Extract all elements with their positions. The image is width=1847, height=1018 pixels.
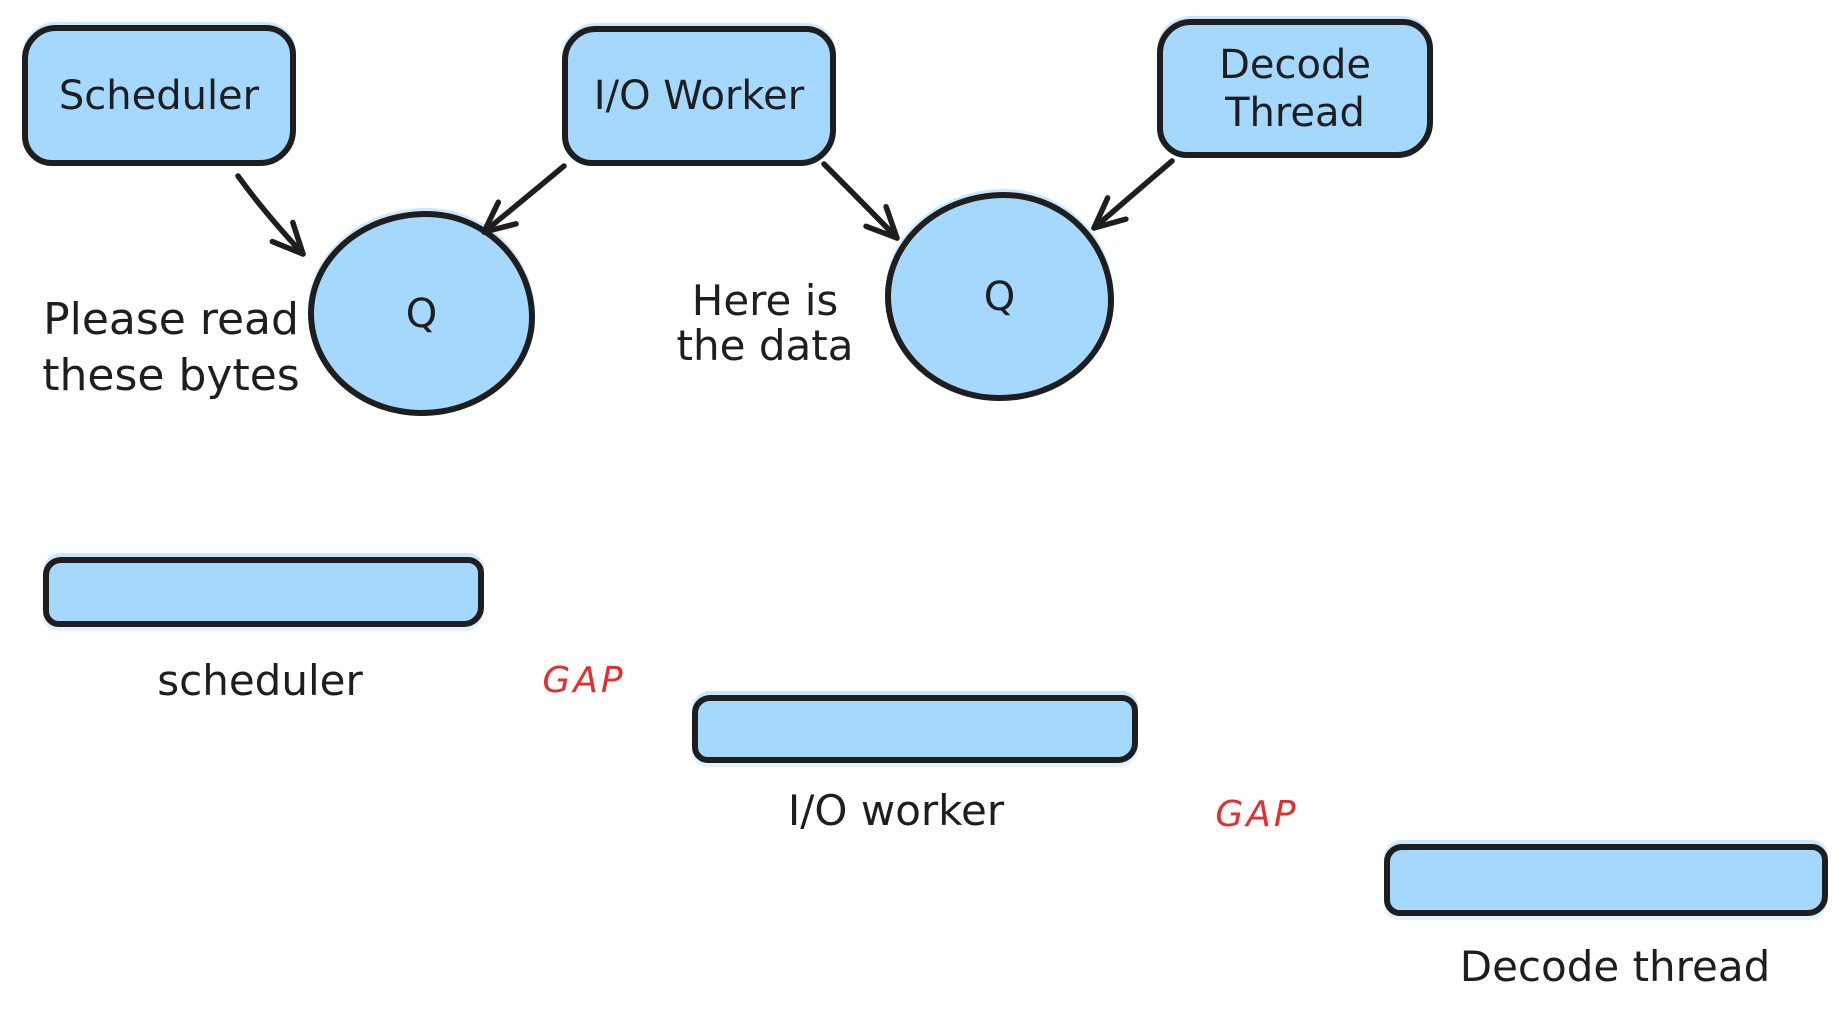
note-please-read-line1: Please read <box>43 294 299 345</box>
timeline-bar-scheduler <box>43 557 484 627</box>
note-here-is-line1: Here is <box>691 276 839 325</box>
timeline-gap1-label: GAP <box>542 660 626 701</box>
timeline-label-decode-thread: Decode thread <box>1459 942 1771 991</box>
scheduler-box-label: Scheduler <box>58 72 260 119</box>
queue2-circle: Q <box>885 192 1114 401</box>
scheduler-box: Scheduler <box>22 25 296 166</box>
timeline-gap2-label: GAP <box>1215 794 1299 835</box>
timeline-bar-io-worker <box>692 695 1138 763</box>
note-please-read-line2: these bytes <box>42 350 300 401</box>
io-worker-box-label: I/O Worker <box>593 73 805 119</box>
queue1-label: Q <box>405 290 438 337</box>
note-here-is-line2: the data <box>676 321 854 370</box>
timeline-label-scheduler: scheduler <box>157 656 363 705</box>
timeline-label-io-worker: I/O worker <box>787 786 1005 835</box>
decode-thread-box-label-line1: Decode <box>1219 41 1371 88</box>
decode-thread-box-label-line2: Thread <box>1225 89 1365 136</box>
timeline-bar-decode-thread <box>1384 844 1828 916</box>
scheduler-to-queue1-arrow <box>235 173 306 257</box>
io-worker-box: I/O Worker <box>562 26 836 166</box>
queue1-circle: Q <box>308 211 535 416</box>
queue2-label: Q <box>983 273 1016 320</box>
io-worker-to-queue2-arrow <box>821 161 900 241</box>
decode-thread-box: Decode Thread <box>1157 19 1433 158</box>
decode-thread-to-queue2-arrow <box>1091 158 1175 231</box>
note-please-read: Please read these bytes <box>42 292 299 404</box>
note-here-is-the-data: Here is the data <box>677 278 854 368</box>
io-worker-to-queue1-arrow <box>481 163 567 235</box>
